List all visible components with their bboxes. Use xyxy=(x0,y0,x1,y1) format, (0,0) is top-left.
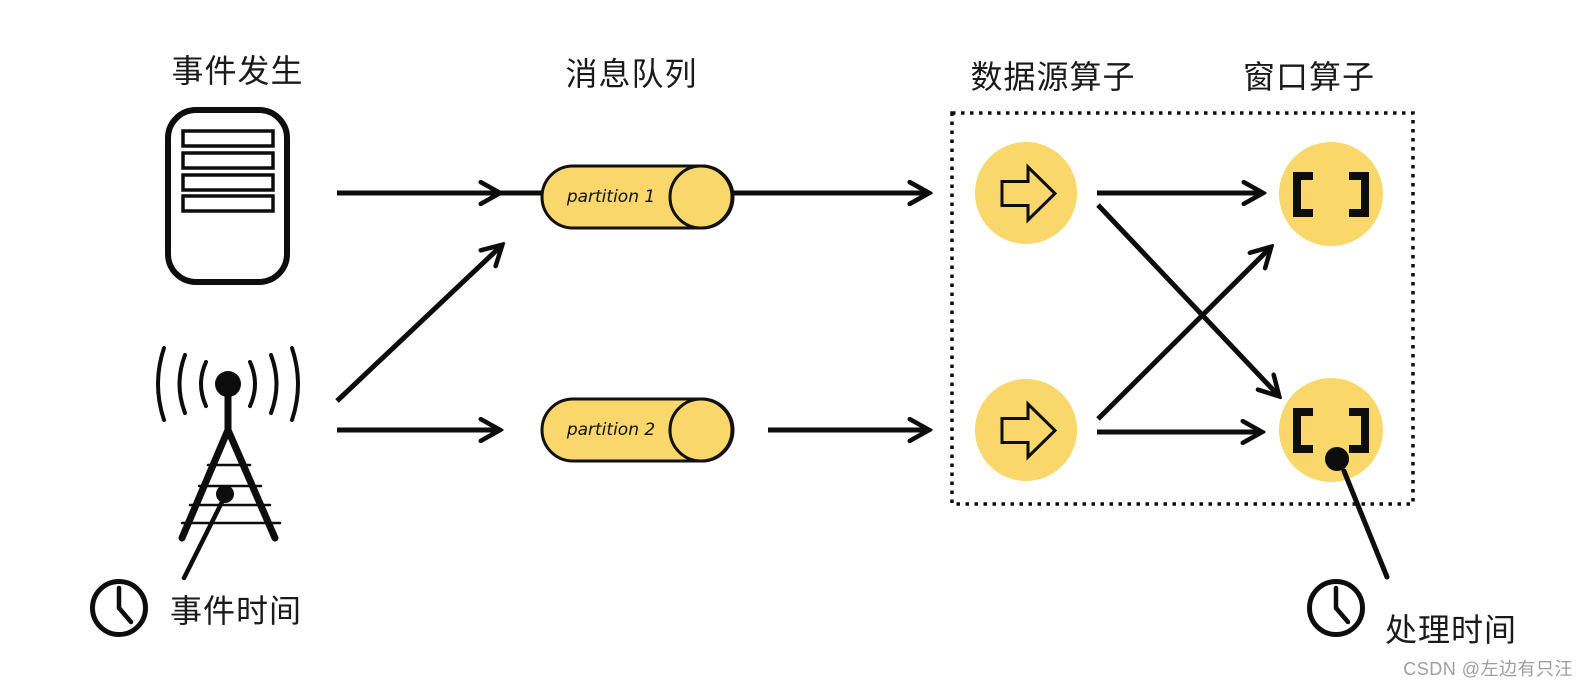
arrow-source1-to-window2 xyxy=(1096,203,1277,394)
radio-wave-icon xyxy=(290,346,300,422)
label-processing-time: 处理时间 xyxy=(1384,612,1517,648)
partition-end-cap xyxy=(668,397,734,463)
source-operator-1-node xyxy=(975,142,1077,244)
tower-leg xyxy=(224,426,279,542)
arrow-source2-to-window1 xyxy=(1096,249,1269,421)
label-window-operator: 窗口算子 xyxy=(1242,59,1375,95)
source-operator-2-node xyxy=(975,379,1077,481)
window-brackets-icon xyxy=(1293,172,1369,217)
label-message-queue: 消息队列 xyxy=(565,56,698,92)
partition-2-label: partition 2 xyxy=(566,420,656,440)
server-icon xyxy=(165,107,290,285)
radio-wave-icon xyxy=(248,360,257,408)
partition-end-cap xyxy=(668,164,734,230)
processing-dot xyxy=(1325,447,1349,471)
radio-wave-icon xyxy=(199,360,208,408)
label-event-source: 事件发生 xyxy=(171,53,304,89)
server-slot xyxy=(181,129,275,148)
block-arrow-icon xyxy=(1000,163,1058,224)
block-arrow-icon xyxy=(1000,400,1058,461)
clock-hand xyxy=(116,605,134,625)
processing-time-clock-icon xyxy=(1307,579,1365,637)
server-slot xyxy=(181,173,275,192)
processing-time-callout-line xyxy=(1341,468,1390,580)
tower-leg xyxy=(178,426,232,542)
radio-wave-icon xyxy=(177,353,187,415)
server-slot xyxy=(181,151,275,170)
operator-circle xyxy=(1279,142,1383,246)
partition-1-cylinder xyxy=(540,164,735,230)
partition-2-cylinder xyxy=(540,397,735,463)
radio-wave-icon xyxy=(156,346,166,422)
csdn-watermark: CSDN @左边有只汪 xyxy=(1403,659,1573,679)
window-operator-2-node xyxy=(1279,378,1383,482)
window-brackets-icon xyxy=(1293,408,1369,453)
operators-boundary-box xyxy=(950,111,1415,506)
label-source-operator: 数据源算子 xyxy=(970,59,1136,95)
operator-circle xyxy=(1279,378,1383,482)
server-slot xyxy=(181,194,275,213)
window-operator-1-node xyxy=(1279,142,1383,246)
antenna-dot xyxy=(215,371,241,397)
event-time-callout-line xyxy=(181,499,225,581)
label-event-time: 事件时间 xyxy=(169,593,302,629)
arrow-tower-to-partition1 xyxy=(335,247,500,403)
radio-tower-icon xyxy=(156,346,300,581)
partition-1-label: partition 1 xyxy=(566,187,656,207)
event-dot xyxy=(216,485,234,503)
event-time-clock-icon xyxy=(90,579,148,637)
clock-hand xyxy=(1333,605,1351,625)
radio-wave-icon xyxy=(269,353,279,415)
